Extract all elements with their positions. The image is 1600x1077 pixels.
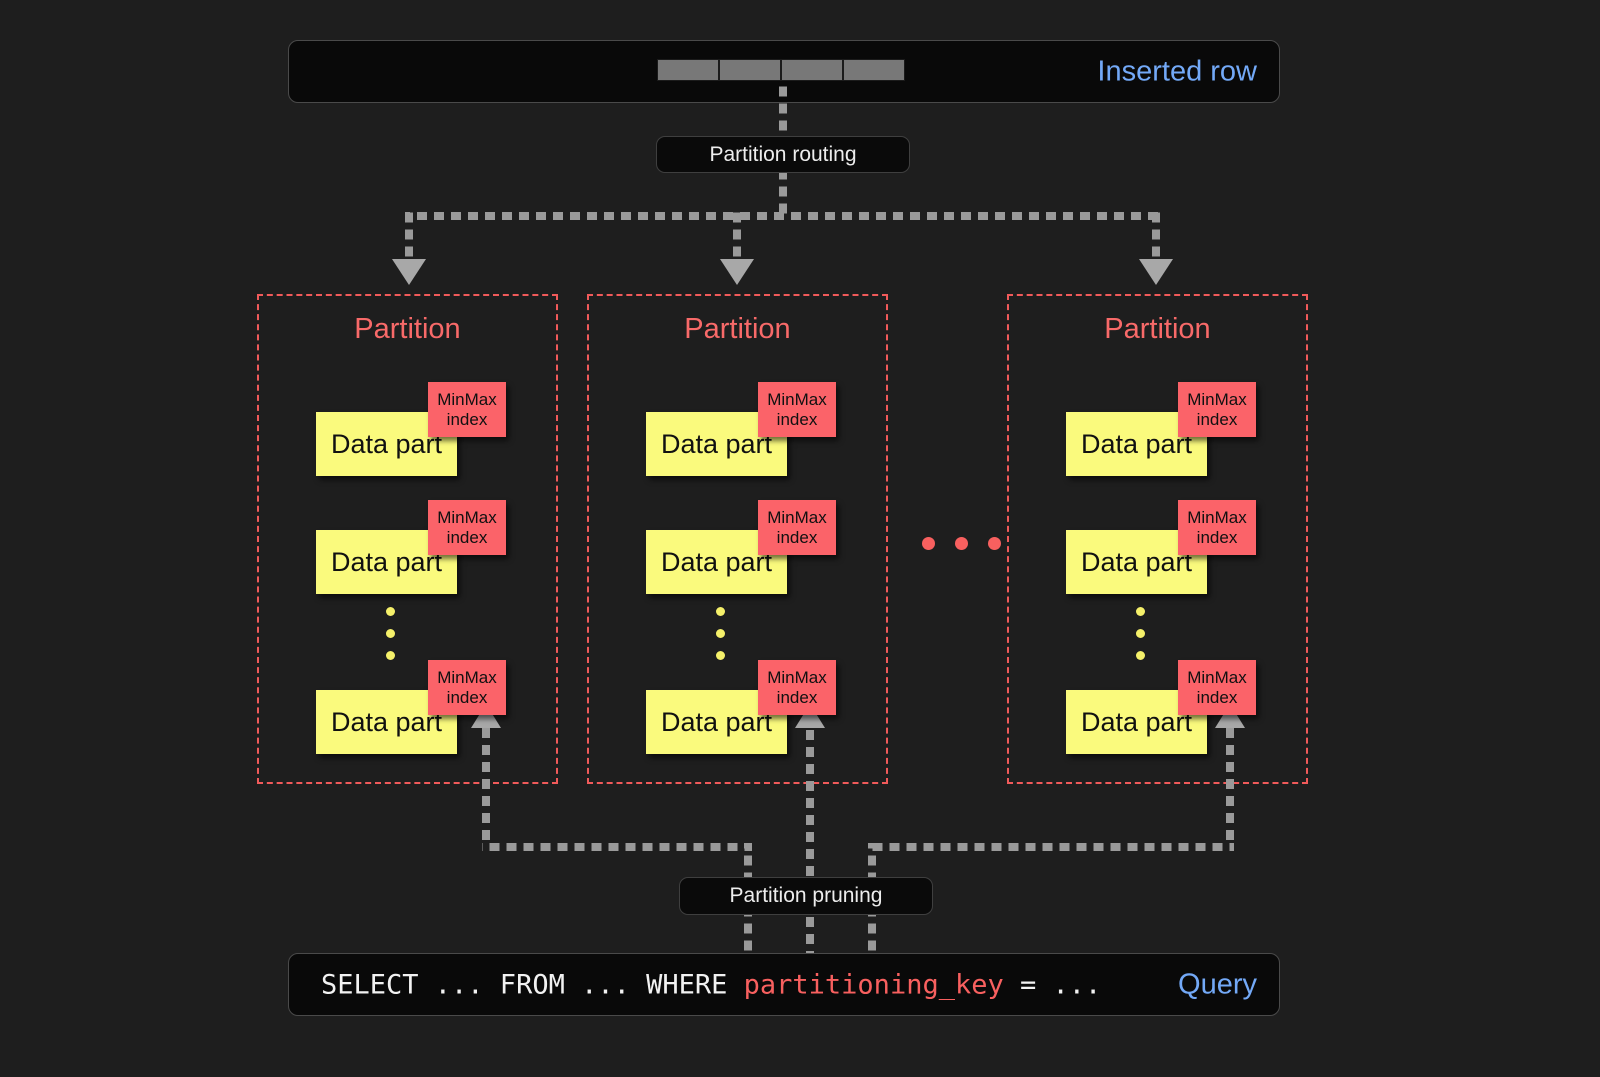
partition-box-2: Partition MinMax index Data part MinMax …: [587, 294, 888, 784]
minmax-index-line1: MinMax: [437, 508, 497, 528]
minmax-index-box: MinMax index: [1178, 660, 1256, 715]
row-cell: [781, 59, 843, 81]
partition-title: Partition: [684, 313, 791, 345]
connector-row-to-routing: [779, 84, 787, 140]
minmax-index-box: MinMax index: [758, 660, 836, 715]
partition-title: Partition: [1104, 313, 1211, 345]
ellipsis-dot: [955, 537, 968, 550]
minmax-index-line2: index: [446, 687, 488, 707]
query-bar: SELECT ... FROM ... WHERE partitioning_k…: [288, 953, 1280, 1016]
data-part-ellipsis: [386, 607, 395, 673]
minmax-index-line1: MinMax: [767, 508, 827, 528]
query-label: Query: [1178, 968, 1257, 1000]
connector-bus-to-partition-3: [1152, 212, 1160, 264]
sql-prefix: SELECT ... FROM ... WHERE: [321, 969, 744, 1000]
row-cell: [719, 59, 781, 81]
connector-distribution-bus: [405, 212, 1160, 220]
data-part-box: Data part: [1066, 412, 1207, 476]
arrow-down-partition-3: [1139, 259, 1173, 285]
data-part-ellipsis: [716, 607, 725, 673]
query-sql-text: SELECT ... FROM ... WHERE partitioning_k…: [321, 969, 1101, 1000]
data-part-box: Data part: [1066, 690, 1207, 754]
connector-bus-to-partition-2: [733, 212, 741, 264]
connector-routing-to-bus: [779, 170, 787, 220]
minmax-index-line1: MinMax: [437, 668, 497, 688]
minmax-index-line1: MinMax: [1187, 668, 1247, 688]
connector-partition-1-horizontal: [482, 843, 752, 851]
inserted-row-cells: [657, 59, 905, 81]
minmax-index-line1: MinMax: [767, 390, 827, 410]
connector-partition-3-down: [1226, 728, 1234, 847]
connector-partition-2-down: [806, 728, 814, 953]
data-part-ellipsis: [1136, 607, 1145, 673]
inserted-row-label: Inserted row: [1097, 55, 1257, 87]
partition-title: Partition: [354, 313, 461, 345]
partition-pruning-label: Partition pruning: [729, 884, 883, 907]
sql-suffix: = ...: [1003, 969, 1102, 1000]
arrow-down-partition-1: [392, 259, 426, 285]
ellipsis-dot: [988, 537, 1001, 550]
partition-box-1: Partition MinMax index Data part MinMax …: [257, 294, 558, 784]
connector-partition-1-down: [482, 728, 490, 847]
connector-partition-3-horizontal: [868, 843, 1234, 851]
partition-routing-label: Partition routing: [709, 142, 857, 166]
minmax-index-box: MinMax index: [1178, 382, 1256, 437]
minmax-index-line1: MinMax: [1187, 390, 1247, 410]
minmax-index-box: MinMax index: [428, 500, 506, 555]
minmax-index-line2: index: [776, 409, 818, 429]
minmax-index-line2: index: [1196, 409, 1238, 429]
arrow-down-partition-2: [720, 259, 754, 285]
minmax-index-line1: MinMax: [437, 390, 497, 410]
partition-box-3: Partition MinMax index Data part MinMax …: [1007, 294, 1308, 784]
data-part-box: Data part: [1066, 530, 1207, 594]
minmax-index-line1: MinMax: [1187, 508, 1247, 528]
minmax-index-box: MinMax index: [758, 382, 836, 437]
minmax-index-box: MinMax index: [758, 500, 836, 555]
partition-routing-box: Partition routing: [656, 136, 910, 173]
minmax-index-box: MinMax index: [428, 382, 506, 437]
minmax-index-box: MinMax index: [428, 660, 506, 715]
minmax-index-box: MinMax index: [1178, 500, 1256, 555]
minmax-index-line2: index: [446, 409, 488, 429]
minmax-index-line1: MinMax: [767, 668, 827, 688]
minmax-index-line2: index: [776, 687, 818, 707]
ellipsis-dot: [922, 537, 935, 550]
row-cell: [657, 59, 719, 81]
row-cell: [843, 59, 905, 81]
sql-partitioning-key: partitioning_key: [743, 969, 1004, 1000]
minmax-index-line2: index: [776, 527, 818, 547]
between-partitions-ellipsis: [922, 537, 1001, 550]
data-part-box: Data part: [646, 412, 787, 476]
minmax-index-line2: index: [446, 527, 488, 547]
connector-bus-to-partition-1: [405, 212, 413, 264]
minmax-index-line2: index: [1196, 687, 1238, 707]
partition-pruning-box: Partition pruning: [679, 877, 933, 915]
minmax-index-line2: index: [1196, 527, 1238, 547]
